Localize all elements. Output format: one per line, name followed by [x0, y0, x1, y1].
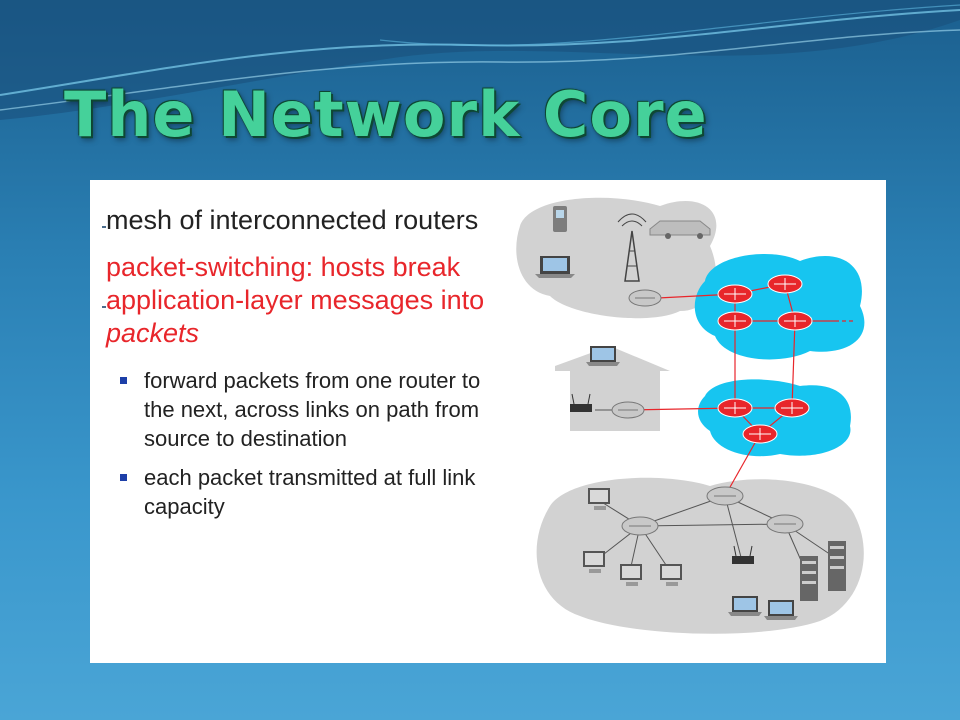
- core-network-cloud-bottom: [698, 379, 851, 457]
- desktop-computer-icon: [620, 564, 642, 586]
- router-icon: [628, 289, 662, 307]
- bullet-list: mesh of interconnected routers packet-sw…: [102, 204, 496, 531]
- laptop-icon: [586, 346, 620, 366]
- cell-tower-icon: [617, 213, 647, 282]
- slide-title: The Network Core: [64, 78, 708, 151]
- bullet-marker: [102, 226, 106, 228]
- laptop-icon: [728, 596, 762, 616]
- router-icon: [611, 401, 645, 419]
- header-waves: [0, 0, 960, 120]
- router-icon: [777, 311, 813, 331]
- sub-bullet-list: forward packets from one router to the n…: [106, 366, 496, 521]
- desktop-computer-icon: [660, 564, 682, 586]
- router-icon: [766, 514, 804, 534]
- router-icon: [706, 486, 744, 506]
- square-bullet-icon: [120, 377, 127, 384]
- desktop-computer-icon: [583, 551, 605, 573]
- desktop-computer-icon: [588, 488, 610, 510]
- router-icon: [774, 398, 810, 418]
- server-rack-icon: [800, 556, 818, 601]
- router-icon: [717, 398, 753, 418]
- sub-bullet-capacity-text: each packet transmitted at full link cap…: [144, 465, 476, 519]
- network-diagram: [516, 197, 865, 634]
- bullet-packets-emphasis: packets: [106, 318, 200, 348]
- sub-bullet-capacity: each packet transmitted at full link cap…: [106, 463, 496, 521]
- sub-bullet-forward-text: forward packets from one router to the n…: [144, 368, 481, 451]
- router-icon: [767, 274, 803, 294]
- bullet-marker: [102, 306, 106, 308]
- laptop-icon: [764, 600, 798, 620]
- core-network-cloud-top: [694, 253, 865, 360]
- wireless-access-point-icon: [732, 545, 754, 564]
- car-icon: [649, 220, 711, 239]
- square-bullet-icon: [120, 474, 127, 481]
- sub-bullet-forward: forward packets from one router to the n…: [106, 366, 496, 453]
- server-rack-icon: [828, 541, 846, 591]
- wireless-phone-icon: [553, 206, 567, 232]
- laptop-icon: [535, 256, 575, 278]
- content-panel: mesh of interconnected routers packet-sw…: [90, 180, 886, 663]
- bullet-packet-switching-text: packet-switching: hosts break applicatio…: [106, 252, 485, 315]
- router-icon: [621, 516, 659, 536]
- wireless-access-point-icon: [570, 393, 592, 412]
- bullet-mesh: mesh of interconnected routers: [106, 205, 479, 235]
- router-icon: [717, 311, 753, 331]
- router-icon: [717, 284, 753, 304]
- router-icon: [742, 424, 778, 444]
- bullet-packet-switching: packet-switching: hosts break applicatio…: [106, 251, 496, 350]
